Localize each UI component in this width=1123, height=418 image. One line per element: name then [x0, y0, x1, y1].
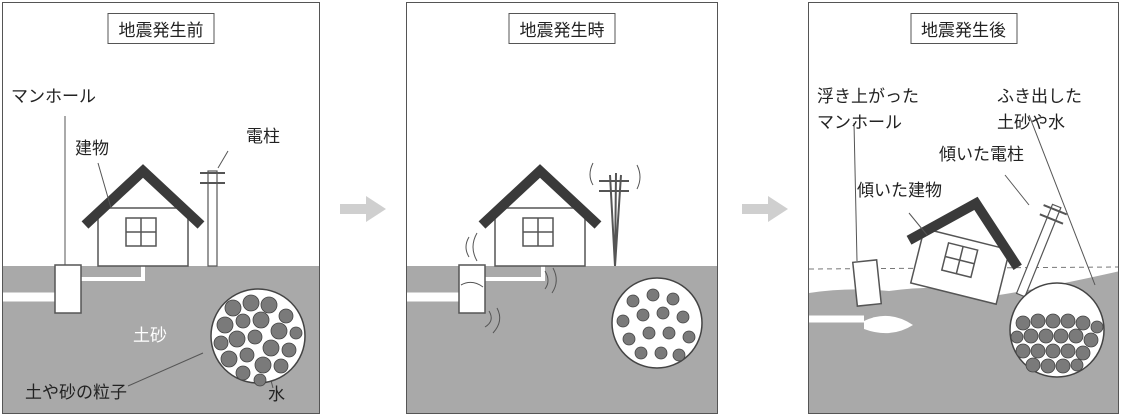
house-tilted — [906, 196, 1022, 306]
floated-manhole-leader — [853, 122, 858, 262]
house-roof — [81, 164, 205, 229]
shake-lines-manhole — [484, 307, 501, 334]
label-particles: 土や砂の粒子 — [25, 383, 127, 403]
label-manhole: マンホール — [11, 87, 96, 107]
ejected-leader — [1028, 114, 1096, 286]
utility-pole-shaking — [609, 172, 622, 267]
manhole-shape — [458, 264, 486, 314]
building-leader — [97, 162, 112, 209]
particles-before — [213, 294, 303, 387]
panel-before-illustration — [3, 116, 306, 389]
particles-after — [1010, 313, 1104, 374]
manhole-floated — [851, 259, 883, 307]
pipe-riser — [71, 265, 145, 297]
pipe-riser — [475, 265, 545, 289]
arrow-icon — [340, 196, 386, 222]
label-floating-manhole-2: マンホール — [817, 113, 902, 133]
window-frame — [523, 218, 553, 246]
label-tilted-building: 傾いた建物 — [857, 181, 942, 201]
shake-lines-pole — [589, 162, 641, 190]
label-floating-manhole-1: 浮き上がった — [817, 87, 919, 107]
arrow-icon — [742, 196, 788, 222]
label-ejected-2: 土砂や水 — [997, 113, 1065, 133]
particles-during — [616, 288, 696, 362]
panel-before-title: 地震発生前 — [107, 13, 215, 44]
label-water: 水 — [268, 385, 285, 405]
pole-leader — [217, 150, 229, 169]
label-soil: 土砂 — [133, 326, 167, 346]
manhole-water — [460, 281, 484, 288]
pole-crossarms — [599, 180, 629, 192]
panel-during: 地震発生時 — [406, 2, 718, 414]
label-ejected-1: ふき出した — [997, 87, 1082, 107]
manhole-shape — [54, 264, 82, 314]
panel-before: 地震発生前 マンホール 建物 電柱 土砂 土や砂の粒子 水 — [2, 2, 320, 414]
window-frame — [126, 218, 156, 246]
house-roof — [478, 164, 602, 229]
label-pole: 電柱 — [246, 127, 280, 147]
tilted-building-leader — [908, 212, 928, 236]
shake-lines-house — [465, 232, 478, 262]
shake-lines-pipe — [544, 267, 557, 294]
label-building: 建物 — [75, 139, 109, 159]
panel-after: 地震発生後 浮き上がった マンホール ふき出した 土砂や水 傾いた電柱 傾いた建… — [808, 2, 1119, 414]
label-tilted-pole: 傾いた電柱 — [939, 145, 1024, 165]
particle-leader — [127, 352, 204, 387]
panel-during-title: 地震発生時 — [508, 13, 616, 44]
tilted-pole-leader — [1004, 174, 1030, 206]
utility-pole — [207, 170, 218, 267]
utility-pole-tilted — [1015, 203, 1068, 298]
ejected-sand-water — [864, 315, 913, 334]
pole-crossarms — [200, 172, 225, 184]
panel-during-illustration — [407, 162, 703, 369]
panel-after-title: 地震発生後 — [910, 13, 1017, 44]
panel-after-illustration — [809, 114, 1118, 413]
